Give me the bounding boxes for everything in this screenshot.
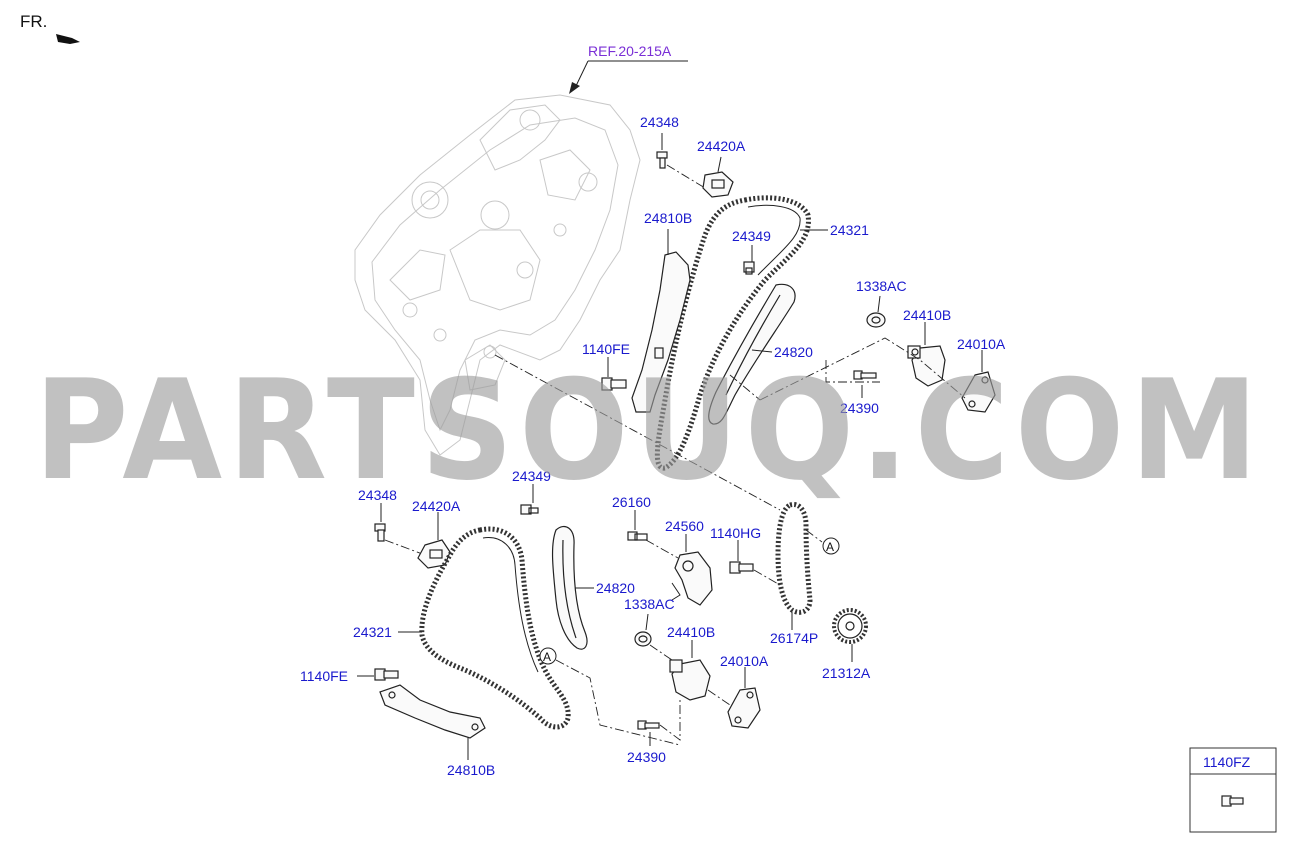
upper-guide-long-label: 24810B — [644, 210, 692, 226]
upper-tensioner-arm-24820[interactable] — [708, 283, 796, 425]
lower-seal-1338ac[interactable] — [634, 631, 652, 647]
upper-timing-chain-24321[interactable] — [654, 195, 811, 471]
lower-oil-pump-chain-26174p[interactable] — [775, 501, 813, 615]
lower-oil-pump-sprocket-21312a[interactable] — [832, 608, 868, 644]
front-arrow-icon — [56, 34, 80, 44]
lower-bolt-24348[interactable] — [374, 523, 386, 542]
lower-bolt-label: 24348 — [358, 487, 397, 503]
svg-text:A: A — [826, 540, 834, 554]
lower-seal-label: 1338AC — [624, 596, 675, 612]
upper-bolt-24348[interactable] — [656, 151, 668, 169]
lower-guide-long-label: 24810B — [447, 762, 495, 778]
legend-box-1140fz[interactable]: 1140FZ — [1189, 747, 1277, 833]
lower-flange-bolt-label: 1140FE — [300, 668, 348, 684]
upper-tensioner-24410b[interactable] — [907, 345, 946, 387]
upper-chain-guide-24810b[interactable] — [631, 251, 691, 413]
lower-tensioner-arm-24820[interactable] — [551, 525, 588, 650]
upper-tensioner-label: 24410B — [903, 307, 951, 323]
upper-bolt-center-label: 24349 — [732, 228, 771, 244]
reference-callout: REF.20-215A — [569, 43, 688, 94]
lower-tensioner-bolt-24390[interactable] — [637, 720, 660, 730]
lower-tensioner-bolt-label: 24390 — [627, 749, 666, 765]
front-label: FR. — [20, 12, 47, 31]
watermark: PARTSOUQ.COM — [34, 350, 1264, 511]
engine-front-cover-ghost — [354, 94, 641, 456]
lower-pivot-bolt-26160[interactable] — [627, 531, 648, 541]
upper-gasket-label: 24010A — [957, 336, 1006, 352]
lower-hex-bolt-label: 1140HG — [710, 525, 761, 541]
upper-seal-label: 1338AC — [856, 278, 907, 294]
lower-timing-chain-24321[interactable] — [419, 526, 571, 730]
upper-bolt-label: 24348 — [640, 114, 679, 130]
lower-chain-guide-24810b[interactable] — [379, 684, 486, 739]
lower-callout-a-right: A — [822, 537, 840, 555]
lower-oil-pump-chain-label: 26174P — [770, 630, 818, 646]
lower-tensioner-24410b[interactable] — [669, 659, 711, 701]
upper-chain-label: 24321 — [830, 222, 869, 238]
upper-bolt-24349[interactable] — [743, 261, 755, 275]
lower-flange-bolt-1140fe[interactable] — [374, 668, 399, 681]
lower-hex-bolt-1140hg[interactable] — [729, 561, 754, 574]
lower-sprocket-label: 21312A — [822, 665, 871, 681]
lower-guide-label: 24420A — [412, 498, 461, 514]
legend-label: 1140FZ — [1203, 754, 1251, 770]
svg-text:A: A — [543, 650, 551, 664]
lower-callout-a-left: A — [539, 647, 557, 665]
upper-arm-label: 24820 — [774, 344, 813, 360]
lower-chain-label: 24321 — [353, 624, 392, 640]
lower-arm-label: 24820 — [596, 580, 635, 596]
upper-chain-guide-24420a[interactable] — [702, 171, 734, 198]
upper-seal-1338ac[interactable] — [866, 312, 886, 328]
lower-oil-pump-tensioner-24560[interactable] — [674, 551, 713, 606]
upper-tensioner-bolt-24390[interactable] — [853, 370, 877, 380]
upper-assembly: 24348 24420A 24321 24810B 24349 — [582, 114, 1006, 471]
upper-flange-bolt-1140fe[interactable] — [601, 377, 627, 391]
front-direction-indicator: FR. — [20, 12, 80, 44]
reference-label: REF.20-215A — [588, 43, 672, 59]
lower-gasket-24010a[interactable] — [727, 687, 761, 729]
lower-oil-pump-tensioner-label: 24560 — [665, 518, 704, 534]
lower-bolt-center-label: 24349 — [512, 468, 551, 484]
upper-guide-label: 24420A — [697, 138, 746, 154]
lower-pivot-bolt-label: 26160 — [612, 494, 651, 510]
bolt-icon — [1221, 795, 1244, 807]
upper-tensioner-bolt-label: 24390 — [840, 400, 879, 416]
lower-tensioner-label: 24410B — [667, 624, 715, 640]
reference-arrow-icon — [569, 82, 580, 94]
lower-assembly: 24348 24420A 24349 24321 24820 — [300, 468, 871, 778]
lower-bolt-24349[interactable] — [520, 504, 539, 515]
upper-gasket-24010a[interactable] — [961, 371, 996, 413]
lower-gasket-label: 24010A — [720, 653, 769, 669]
upper-flange-bolt-label: 1140FE — [582, 341, 630, 357]
